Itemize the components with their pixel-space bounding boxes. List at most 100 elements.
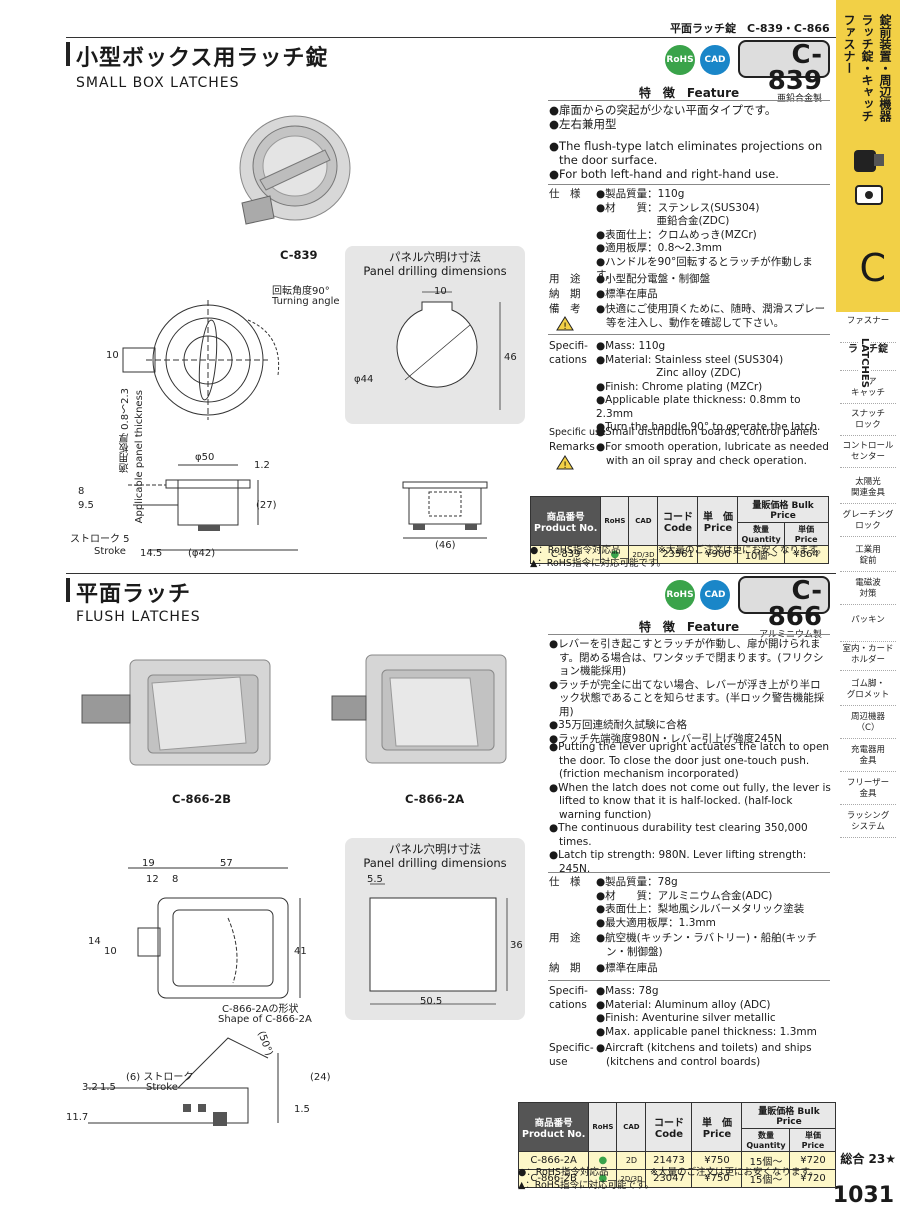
sidebar-item[interactable]: 太陽光 関連金具 — [850, 477, 885, 498]
dim-label: (φ42) — [188, 548, 216, 559]
c839-title-en: SMALL BOX LATCHES — [76, 75, 240, 91]
c839-side-view-drawing — [402, 481, 488, 539]
c866-panel-hole-diagram — [369, 883, 508, 1005]
spec-item: 適用板厚：0.8～2.3mm — [605, 242, 723, 254]
feature-item: レバーを引き起こすとラッチが作動し、扉が開けられます。閉める場合は、ワンタッチで… — [558, 638, 824, 677]
dim-label: 41 — [294, 946, 307, 957]
latch-illustration-icon — [854, 150, 884, 205]
feature-item: Latch tip strength: 980N. Lever lifting … — [558, 849, 807, 875]
sidebar-divider — [840, 738, 896, 739]
sidebar-item[interactable]: 電磁波 対策 — [855, 578, 881, 599]
spec-item: Finish: Chrome plating (MZCr) — [605, 380, 763, 393]
cad-badge-icon: CAD — [700, 45, 730, 75]
sidebar-item[interactable]: ラッシング システム — [846, 811, 890, 832]
panel-thickness-label-en: Applicable panel thickness — [134, 390, 145, 524]
delivery-text: 標準在庫品 — [605, 962, 658, 974]
sidebar-item[interactable]: スナッチ ロック — [850, 409, 885, 430]
header-rohs: RoHS — [588, 1102, 618, 1152]
c866-specs-en: ●Mass: 78g ●Material: Aluminum alloy (AD… — [596, 985, 817, 1038]
sidebar-item[interactable]: 周辺機器 （C） — [850, 712, 885, 733]
cell-rohs: ● — [600, 545, 630, 564]
section-marker — [66, 42, 70, 66]
feature-item: ラッチが完全に出てない場合、レバーが浮き上がり半ロック状態であることを知らせます… — [558, 678, 825, 718]
c866-spec-label-jp: 仕 様 — [549, 876, 581, 888]
note-text: 快適にご使用頂くために、随時、潤滑スプレー等を注入し、動作を確認して下さい。 — [605, 303, 826, 329]
dim-label: 10 — [104, 946, 117, 957]
spec-item: 材 質：ステンレス(SUS304) — [605, 201, 760, 214]
c866-features-en: ●Putting the lever upright actuates the … — [549, 741, 831, 875]
c866-delivery-jp: ●標準在庫品 — [596, 962, 658, 974]
sidebar-item[interactable]: ファスナー — [846, 316, 890, 326]
header-price: 単 価 Price — [697, 496, 739, 546]
spec-item: Mass: 78g — [605, 985, 659, 997]
category-title-2: ラッチ錠・キャッチ — [860, 14, 874, 122]
sidebar-item[interactable]: コントロール センター — [842, 441, 894, 462]
spec-item: Mass: 110g — [605, 340, 666, 352]
sidebar-divider — [840, 804, 896, 805]
sidebar-divider — [840, 571, 896, 572]
header-bulk-unit-price: 単価 Price — [789, 1128, 837, 1152]
page-number: 1031 — [832, 1183, 894, 1208]
cell-quantity: 10個～ — [737, 545, 785, 564]
c866-2b-product-photo — [81, 659, 271, 766]
cell-rohs: ● — [588, 1151, 618, 1170]
panel-drilling-title-en: Panel drilling dimensions — [363, 264, 507, 278]
c866-use-en: ●Aircraft (kitchens and toilets) and shi… — [596, 1042, 812, 1068]
sidebar-divider — [840, 771, 896, 772]
cell-bulk-price: ¥720 — [789, 1169, 837, 1188]
c866-model-box: C-866 アルミニウム製 — [738, 576, 830, 640]
c839-specs-jp: ●製品質量：110g ●材 質：ステンレス(SUS304) 亜鉛合金(ZDC) … — [596, 188, 832, 283]
spec-item: 表面仕上：クロムめっき(MZCr) — [605, 228, 757, 241]
warning-icon: ! — [556, 455, 574, 470]
c839-note-label-jp: 備 考 — [549, 303, 581, 315]
header-bulk-unit-price: 単価 Price — [783, 522, 829, 546]
total-page-label: 総合 23★ — [840, 1152, 896, 1166]
c866-spec-label-en: Specifi- cations — [549, 985, 588, 1011]
c839-use-label-jp: 用 途 — [549, 273, 581, 285]
sidebar-item[interactable]: 工業用 錠前 — [855, 545, 881, 566]
table-row: C-866-2A ● 2D 21473 ¥750 15個～ ¥720 — [517, 1151, 837, 1170]
dim-label: (27) — [256, 500, 277, 511]
c839-panel-hole-diagram — [396, 291, 501, 410]
series-label: 平面ラッチ錠 C-839・C-866 — [670, 22, 830, 35]
svg-text:!: ! — [563, 322, 567, 331]
dim-label: (24) — [310, 1072, 331, 1083]
sidebar-divider — [840, 503, 896, 504]
sidebar-divider — [840, 641, 896, 642]
sidebar-item[interactable]: ゴム脚・ グロメット — [846, 679, 890, 700]
dim-label: φ44 — [354, 374, 374, 385]
c839-feature-heading: 特 徴 Feature — [638, 86, 740, 100]
header-cad: CAD — [628, 496, 659, 546]
sidebar-vertical-label: LATCHES — [859, 338, 870, 388]
stroke-label-jp: ストローク 5 — [70, 534, 130, 545]
cell-cad: 2D — [616, 1151, 647, 1170]
panel-thickness-label-jp: 適用板厚 0.8～2.3 — [120, 388, 131, 473]
dim-label: 50.5 — [420, 996, 443, 1007]
spec-item: Max. applicable panel thickness: 1.3mm — [605, 1025, 817, 1038]
c839-bulk-note: ※大量のご注文は更にお安くなります。 — [658, 545, 827, 556]
c866-use-label-en: Specific- use — [549, 1042, 594, 1068]
warning-icon: ! — [556, 316, 574, 331]
sidebar-divider — [840, 467, 896, 468]
dim-label: 11.7 — [66, 1112, 89, 1123]
feature-item: ラッチ先端強度980N・レバー引上げ強度245N — [558, 732, 782, 745]
sidebar-item[interactable]: 充電器用 金具 — [850, 745, 885, 766]
sidebar-item[interactable]: フリーザー 金具 — [846, 778, 890, 799]
c866-use-label-jp: 用 途 — [549, 932, 581, 944]
c866-technical-drawing — [88, 867, 301, 1126]
section-rule — [66, 573, 836, 574]
sidebar-item[interactable]: グレーチング ロック — [842, 510, 894, 531]
rohs-badge-icon: RoHS — [665, 45, 695, 75]
c866-material: アルミニウム製 — [759, 630, 822, 640]
header-cad: CAD — [616, 1102, 647, 1152]
spec-item: Zinc alloy (ZDC) — [596, 367, 742, 379]
feature-item: When the latch does not come out fully, … — [558, 781, 831, 821]
cell-cad: 2D/3D — [616, 1169, 647, 1188]
sidebar-item[interactable]: パッキン — [851, 615, 885, 625]
header-code: コード Code — [657, 496, 699, 546]
spec-item: 亜鉛合金(ZDC) — [604, 215, 730, 227]
sidebar-item[interactable]: 室内・カード ホルダー — [842, 644, 894, 665]
divider — [548, 634, 830, 635]
header-rule — [66, 37, 836, 38]
c866-delivery-label-jp: 納 期 — [549, 962, 581, 974]
